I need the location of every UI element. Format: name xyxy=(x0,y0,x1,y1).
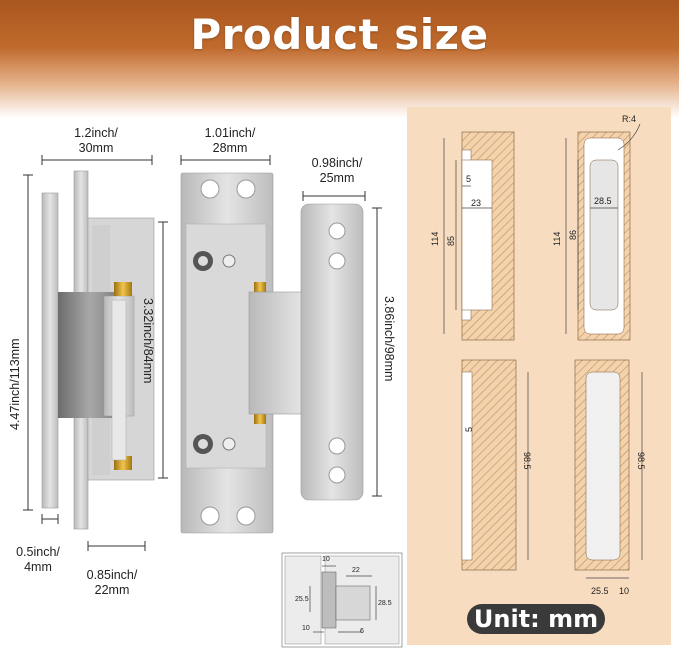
d2-h-outer: 114 xyxy=(552,231,562,246)
side-width-label: 1.2inch/30mm xyxy=(74,126,118,155)
d2-radius: R:4 xyxy=(622,114,637,124)
d1-width: 23 xyxy=(471,198,482,208)
small-f: 6 xyxy=(360,628,364,635)
side-view-hinge xyxy=(41,170,155,530)
hinge-leaf xyxy=(300,203,364,501)
d3-height: 98.5 xyxy=(522,452,532,470)
small-b: 22 xyxy=(352,567,360,574)
header-banner xyxy=(0,0,679,118)
small-a: 10 xyxy=(322,556,330,563)
plate-thickness-label: 0.5inch/4mm xyxy=(16,545,60,574)
d1-depth: 5 xyxy=(466,174,472,184)
d3-depth: 5 xyxy=(464,426,474,432)
d2-h-inner: 86 xyxy=(568,229,578,240)
leaf-width-label: 0.98inch/25mm xyxy=(311,156,363,185)
d4-offset: 10 xyxy=(619,586,630,596)
front-width-label: 1.01inch/28mm xyxy=(204,126,256,155)
small-c: 25.5 xyxy=(295,596,309,603)
install-section-small xyxy=(281,552,403,648)
small-e: 10 xyxy=(302,625,310,632)
depth-label: 0.85inch/22mm xyxy=(86,568,138,597)
small-d: 28.5 xyxy=(378,600,392,607)
d2-width: 28.5 xyxy=(594,196,612,206)
d4-height: 98.5 xyxy=(636,452,646,470)
d4-width: 25.5 xyxy=(591,586,609,596)
page-title: Product size xyxy=(190,10,489,59)
d1-h-outer: 114 xyxy=(430,231,440,246)
unit-badge: Unit: mm xyxy=(467,604,605,634)
d1-h-inner: 85 xyxy=(446,235,456,246)
